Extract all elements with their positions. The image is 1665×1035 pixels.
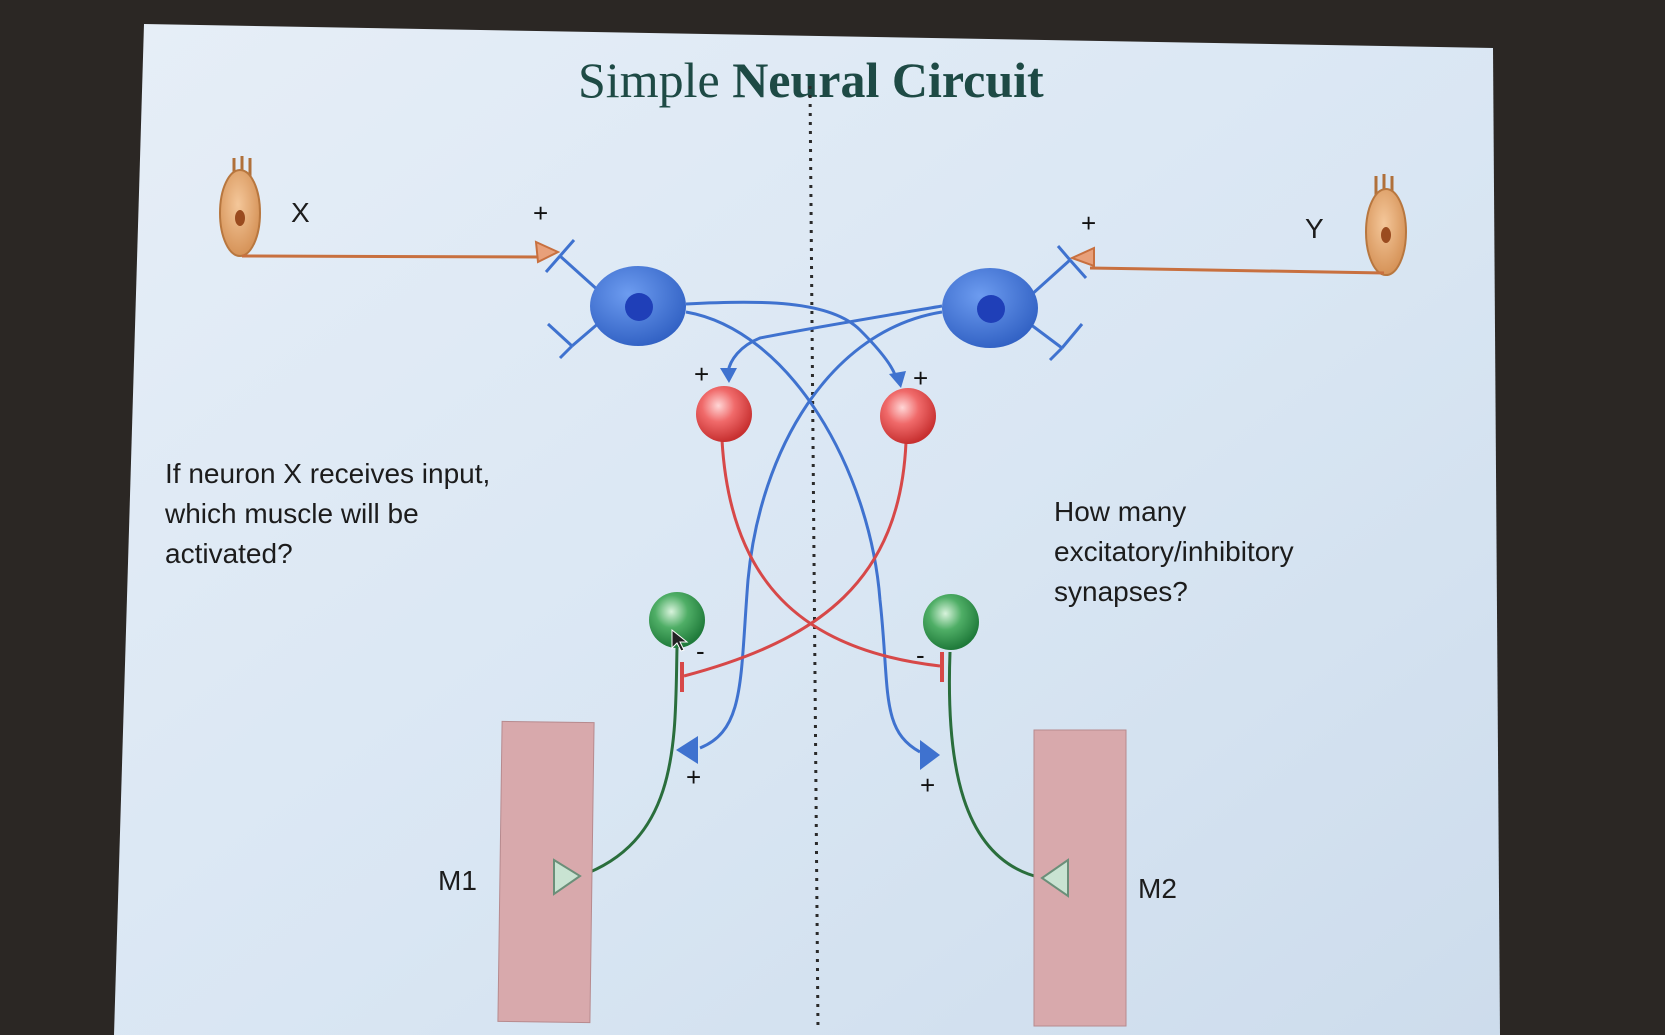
question-left-line-2: which muscle will be (164, 498, 419, 529)
motor-neuron-left (649, 592, 705, 648)
label-m1: M1 (438, 865, 477, 896)
question-right-line-3: synapses? (1054, 576, 1188, 607)
sensory-terminal-x-icon (534, 240, 561, 264)
sign-green-right-excite: + (920, 770, 935, 800)
neuromuscular-junction-m2-icon (1040, 858, 1069, 898)
axon-blue-right-to-green-left (699, 310, 943, 750)
sensory-axon-x (241, 254, 541, 259)
synapse-blue-to-red-left-icon (720, 368, 737, 383)
axon-blue-left-to-red-right (685, 300, 898, 379)
interneuron-left (544, 239, 686, 360)
slide-background (114, 24, 1500, 1035)
question-left: If neuron X receives input, which muscle… (164, 458, 490, 569)
motor-neuron-right (923, 594, 979, 650)
label-y: Y (1305, 213, 1324, 244)
label-m2: M2 (1138, 873, 1177, 904)
synapse-blue-to-green-left-icon (676, 736, 698, 764)
synapse-blue-to-red-right-icon (889, 371, 906, 388)
axon-red-right-to-green-left (683, 441, 908, 678)
question-right: How many excitatory/inhibitory synapses? (1054, 496, 1294, 607)
mouse-cursor-icon (671, 628, 689, 652)
sign-red-left-input: + (694, 359, 709, 389)
sign-red-right-input: + (913, 363, 928, 393)
inhibitory-neuron-left (696, 386, 752, 442)
sign-x-synapse: + (533, 198, 548, 228)
dendrite-icon (544, 239, 602, 360)
muscle-m1 (497, 720, 595, 1024)
dendrite-icon (1028, 245, 1088, 362)
question-left-line-3: activated? (165, 538, 293, 569)
sensory-neuron-x (219, 156, 561, 264)
question-left-line-1: If neuron X receives input, (165, 458, 490, 489)
axon-green-right-to-m2 (947, 651, 1043, 880)
axon-blue-left-to-green-right (685, 310, 921, 754)
axon-blue-right-to-red-left (726, 304, 943, 373)
sign-green-right-inhibit: - (916, 640, 925, 670)
sign-green-left-inhibit: - (696, 636, 705, 666)
interneuron-right-nucleus (977, 295, 1005, 323)
sensory-nucleus-x (235, 210, 245, 226)
sensory-nucleus-y (1381, 227, 1391, 243)
title-bold: Neural Circuit (732, 52, 1044, 108)
sensory-axon-y (1089, 266, 1385, 275)
neuromuscular-junction-m1-icon (553, 858, 582, 896)
axon-red-left-to-green-right (720, 439, 941, 668)
interneuron-left-nucleus (625, 293, 653, 321)
sign-green-left-excite: + (686, 762, 701, 792)
sensory-terminal-y-icon (1069, 246, 1095, 268)
inhibitory-neuron-right (880, 388, 936, 444)
slide-title: Simple Neural Circuit (578, 52, 1044, 108)
label-x: X (291, 197, 310, 228)
title-regular: Simple (578, 52, 732, 108)
axon-green-left-to-m1 (579, 647, 679, 878)
interneuron-right (942, 245, 1088, 362)
sign-y-synapse: + (1081, 208, 1096, 238)
sensory-neuron-y (1069, 174, 1407, 276)
question-right-line-1: How many (1054, 496, 1186, 527)
synapse-blue-to-green-right-icon (920, 740, 940, 770)
question-right-line-2: excitatory/inhibitory (1054, 536, 1294, 567)
